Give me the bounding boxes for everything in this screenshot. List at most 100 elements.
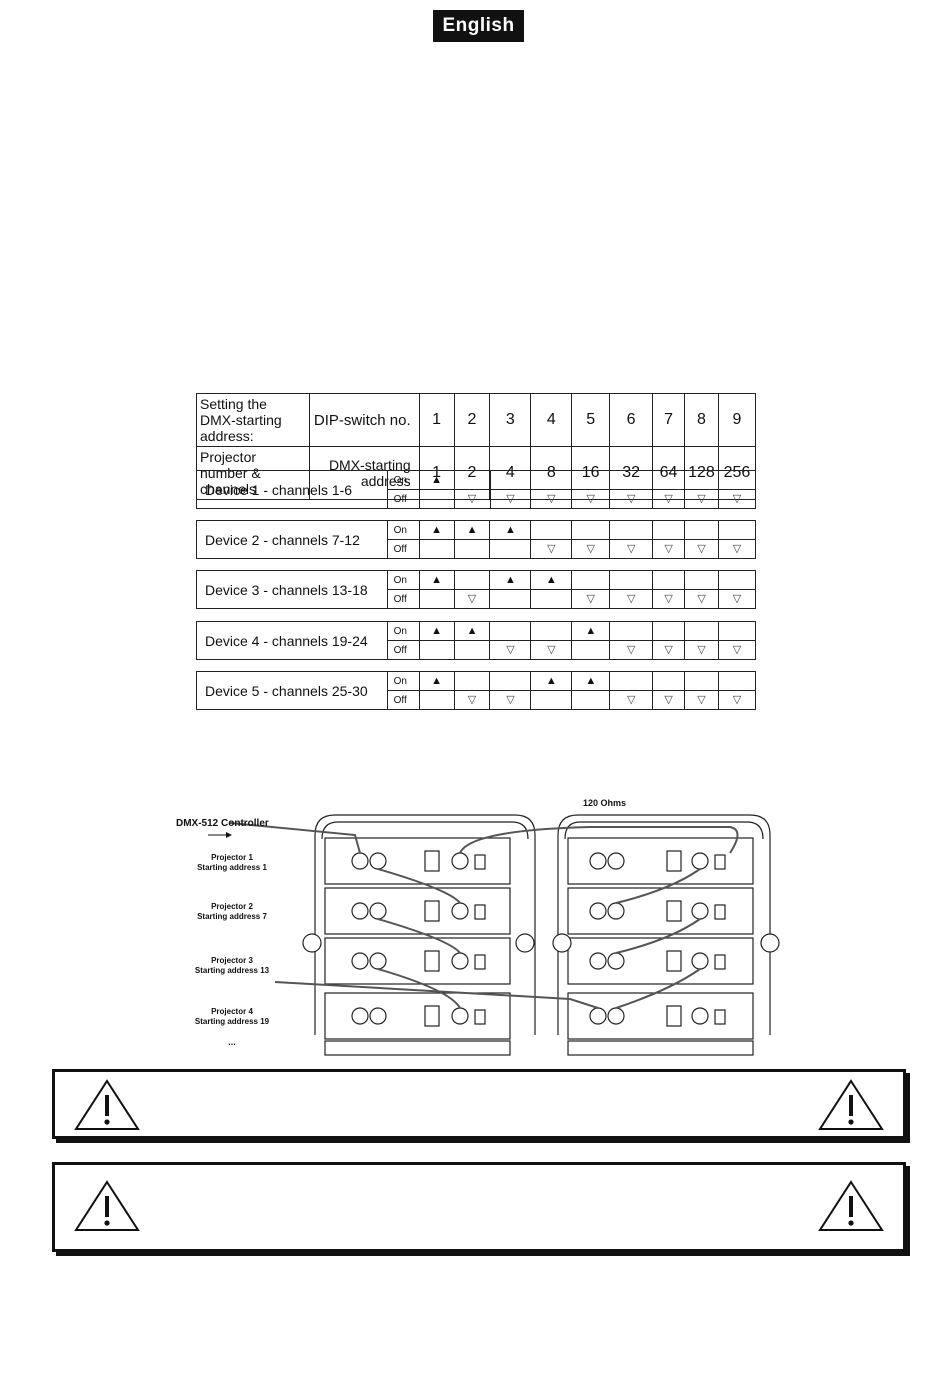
switch-off-cell: ▽ — [489, 690, 532, 710]
triangle-up-icon: ▲ — [431, 474, 443, 486]
switch-off-cell: ▽ — [684, 489, 719, 509]
triangle-down-icon: ▽ — [626, 644, 636, 656]
switch-off-cell: ▽ — [489, 640, 532, 660]
device-name: Device 3 - channels 13-18 — [196, 570, 388, 609]
triangle-down-icon: ▽ — [664, 644, 673, 656]
warning-icon — [818, 1079, 884, 1130]
triangle-down-icon: ▽ — [732, 694, 742, 706]
switch-off-cell — [453, 640, 491, 660]
triangle-down-icon: ▽ — [626, 543, 636, 555]
triangle-down-icon: ▽ — [586, 593, 596, 605]
dip-label: DIP-switch no. — [308, 393, 420, 447]
triangle-down-icon: ▽ — [547, 644, 556, 656]
switch-on-cell — [684, 520, 719, 540]
switch-on-cell — [718, 671, 756, 691]
switch-on-cell: ▲ — [418, 520, 455, 540]
switch-number: 4 — [530, 393, 573, 447]
triangle-up-icon: ▲ — [585, 675, 597, 687]
switch-off-cell: ▽ — [652, 539, 686, 559]
switch-on-cell — [684, 621, 719, 641]
switch-on-cell — [652, 570, 686, 590]
on-label: On — [386, 621, 420, 641]
switch-on-cell — [717, 621, 757, 641]
off-label: Off — [386, 640, 420, 660]
on-label: On — [386, 671, 420, 691]
triangle-down-icon: ▽ — [506, 644, 515, 656]
switch-off-cell — [418, 690, 455, 710]
triangle-down-icon: ▽ — [664, 694, 673, 706]
triangle-down-icon: ▽ — [732, 493, 742, 505]
triangle-down-icon: ▽ — [547, 493, 556, 505]
switch-on-cell — [684, 671, 719, 691]
projector-name: Projector 4 — [211, 1007, 253, 1016]
off-label: Off — [386, 489, 420, 509]
switch-off-cell: ▽ — [609, 589, 654, 609]
device-name: Device 2 - channels 7-12 — [196, 520, 388, 559]
switch-on-cell: ▲ — [418, 671, 455, 691]
triangle-up-icon: ▲ — [545, 675, 557, 687]
triangle-up-icon: ▲ — [466, 625, 478, 637]
triangle-down-icon: ▽ — [586, 543, 595, 555]
triangle-down-icon: ▽ — [467, 593, 477, 605]
triangle-down-icon: ▽ — [697, 644, 706, 656]
switch-on-cell — [453, 570, 491, 590]
switch-off-cell: ▽ — [530, 539, 573, 559]
switch-off-cell: ▽ — [684, 690, 719, 710]
controller-label: DMX-512 Controller — [176, 818, 269, 829]
switch-on-cell — [609, 570, 654, 590]
switch-off-cell: ▽ — [571, 589, 611, 609]
switch-off-cell: ▽ — [684, 589, 720, 609]
switch-on-cell: ▲ — [571, 621, 611, 641]
switch-on-cell — [609, 470, 654, 490]
switch-on-cell — [609, 520, 654, 540]
switch-on-cell — [652, 470, 686, 490]
switch-off-cell: ▽ — [717, 640, 757, 660]
switch-off-cell: ▽ — [718, 539, 756, 559]
switch-off-cell — [489, 539, 532, 559]
switch-off-cell — [571, 690, 611, 710]
projector-name: Projector 3 — [211, 956, 253, 965]
switch-number: 1 — [418, 393, 455, 447]
warning-box-1 — [52, 1069, 906, 1139]
switch-off-cell: ▽ — [718, 489, 756, 509]
switch-off-cell: ▽ — [453, 690, 491, 710]
device-name: Device 5 - channels 25-30 — [196, 671, 388, 710]
triangle-down-icon: ▽ — [626, 593, 636, 605]
switch-number: 7 — [652, 393, 685, 447]
switch-on-cell — [609, 671, 654, 691]
triangle-down-icon: ▽ — [697, 543, 706, 555]
switch-on-cell — [571, 470, 611, 490]
language-badge: English — [433, 10, 524, 42]
triangle-down-icon: ▽ — [697, 593, 706, 605]
switch-number: 8 — [684, 393, 719, 447]
switch-on-cell — [652, 671, 686, 691]
row1-label: Setting the DMX-starting address: — [196, 393, 310, 447]
on-label: On — [386, 470, 420, 490]
switch-off-cell: ▽ — [530, 640, 573, 660]
switch-on-cell — [530, 520, 573, 540]
switch-on-cell: ▲ — [453, 520, 491, 540]
on-label: On — [386, 570, 420, 590]
switch-number: 6 — [609, 393, 654, 447]
triangle-down-icon: ▽ — [732, 543, 742, 555]
triangle-down-icon: ▽ — [467, 694, 477, 706]
switch-on-cell — [609, 621, 654, 641]
triangle-up-icon: ▲ — [431, 625, 443, 637]
off-label: Off — [386, 589, 420, 609]
triangle-down-icon: ▽ — [547, 543, 556, 555]
switch-off-cell — [530, 589, 573, 609]
triangle-down-icon: ▽ — [664, 493, 673, 505]
triangle-up-icon: ▲ — [545, 574, 557, 586]
off-label: Off — [386, 690, 420, 710]
switch-on-cell — [718, 470, 756, 490]
triangle-up-icon: ▲ — [505, 524, 516, 536]
triangle-down-icon: ▽ — [697, 694, 706, 706]
switch-on-cell — [718, 570, 756, 590]
switch-off-cell — [418, 539, 455, 559]
switch-on-cell: ▲ — [489, 520, 532, 540]
switch-off-cell: ▽ — [652, 690, 686, 710]
triangle-down-icon: ▽ — [697, 493, 706, 505]
device-name: Device 1 - channels 1-6 — [196, 470, 388, 509]
